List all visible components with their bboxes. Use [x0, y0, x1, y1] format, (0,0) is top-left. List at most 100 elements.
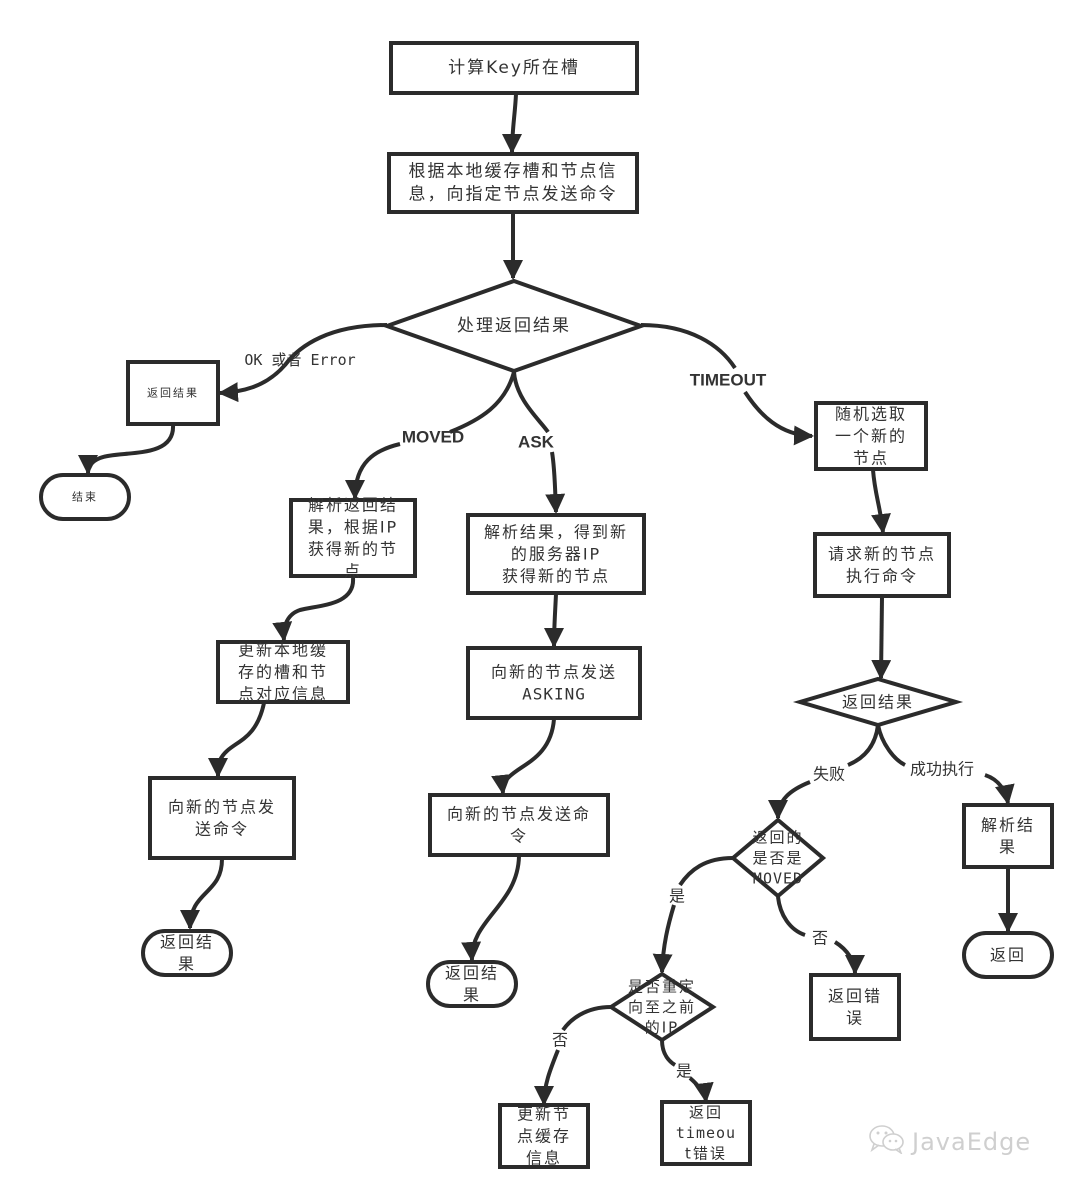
edge-asking-to-asksend [491, 718, 556, 795]
node-label-line: 返回的 [752, 828, 803, 846]
node-label-line: 送命令 [195, 820, 249, 839]
edge-label-ok-or-error: OK 或者 Error [244, 351, 355, 369]
edge-redirect-to-yes [660, 1039, 706, 1101]
node-moved-return: 返回结果 [141, 929, 233, 977]
node-label-line: 获得新的节 [308, 540, 398, 559]
node-label-line: MOVED [753, 870, 803, 888]
wechat-icon [868, 1124, 906, 1159]
edge-update-to-sendcmd [208, 702, 266, 778]
node-label-line: 的IP [645, 1019, 679, 1037]
process-box [660, 1100, 752, 1166]
node-timeout-result: 返回结果 [792, 676, 964, 728]
decision-diamond [607, 971, 717, 1043]
node-label-line: ASKING [522, 685, 586, 704]
nodes: 计算Key所在槽根据本地缓存槽和节点信息，向指定节点发送命令处理返回结果返回结果… [39, 41, 1054, 1169]
edge-label-ask: ASK [518, 433, 555, 452]
node-ask-return: 返回结果 [426, 960, 518, 1008]
node-label-line: timeou [676, 1124, 736, 1142]
edge-result-to-success [876, 724, 1008, 803]
process-box [466, 646, 642, 720]
node-label-line: 节点 [853, 449, 889, 468]
node-label-line: t错误 [685, 1145, 727, 1163]
edge-moved-to-yes [662, 856, 734, 972]
node-label-line: 返回结 [445, 963, 499, 982]
edge-label-no-moved: 否 [812, 929, 828, 948]
process-box [428, 793, 610, 857]
node-label-line: 是否是 [752, 849, 803, 867]
node-label-line: 点缓存 [517, 1127, 571, 1146]
node-label-line: 果，根据IP [308, 517, 398, 536]
edge-label-fail: 失败 [813, 765, 845, 784]
node-success-return: 返回 [962, 931, 1054, 979]
decision-diamond [792, 676, 964, 728]
watermark-text: JavaEdge [912, 1127, 1032, 1156]
process-box [387, 152, 639, 214]
node-label-line: 更新本地缓 [238, 640, 328, 659]
node-label-line: 获得新的节点 [502, 567, 610, 586]
edge-random-to-request [871, 469, 891, 534]
process-box [148, 776, 296, 860]
node-label-line: 计算Key所在槽 [448, 58, 580, 78]
edge-calc-to-send [502, 93, 523, 154]
edge-label-yes-moved: 是 [669, 887, 685, 906]
process-box [216, 640, 350, 704]
node-label-line: 返回错 [828, 986, 882, 1005]
node-label-line: 误 [846, 1009, 864, 1028]
process-box [466, 513, 646, 595]
node-label-line: 解析结 [981, 815, 1035, 834]
node-label-line: 点 [344, 562, 362, 581]
node-label-line: 请求新的节点 [828, 544, 936, 563]
process-box [813, 532, 951, 598]
node-label-line: 果 [178, 955, 196, 974]
node-label-line: 返回结果 [147, 387, 199, 400]
edge-handle-to-timeout [640, 323, 812, 436]
decision-diamond [381, 278, 647, 374]
node-label-line: 向新的节点发送 [491, 662, 617, 681]
node-label-line: 果 [463, 986, 481, 1005]
node-send-asking: 向新的节点发送 ASKING [466, 646, 642, 720]
process-box [389, 41, 639, 95]
node-handle-result: 处理返回结果 [381, 278, 647, 374]
process-box [289, 498, 417, 578]
edge-label-success: 成功执行 [910, 760, 974, 779]
terminal-box [141, 929, 233, 977]
terminal-box [962, 931, 1054, 979]
edge-sendcmd-to-return [180, 858, 224, 930]
terminal-box [39, 473, 131, 521]
node-label-line: 是否重定 [628, 977, 696, 995]
node-label-line: 执行命令 [846, 567, 918, 586]
node-label-line: 向至之前 [628, 998, 696, 1016]
process-box [126, 360, 220, 426]
node-return-result-ok: 返回结果 [126, 360, 220, 426]
edge-label-timeout: TIMEOUT [690, 371, 767, 390]
edge-moved-to-update [272, 577, 356, 642]
node-label-line: 返回 [990, 946, 1026, 965]
edge-handle-to-ok [218, 323, 388, 403]
edge-redirect-to-no [544, 1005, 612, 1104]
edge-label-moved: MOVED [402, 428, 464, 447]
process-box [498, 1103, 590, 1169]
process-box [814, 401, 928, 471]
node-label-line: 信息 [526, 1149, 562, 1168]
node-label-line: 根据本地缓存槽和节点信 [409, 161, 618, 181]
node-parse-success: 解析结果 [962, 803, 1054, 869]
terminal-box [426, 960, 518, 1008]
node-label-line: 果 [999, 838, 1017, 857]
edge-request-to-result [871, 596, 892, 680]
process-box [962, 803, 1054, 869]
edges [78, 93, 1008, 1104]
node-label-line: 返回结果 [842, 693, 914, 712]
